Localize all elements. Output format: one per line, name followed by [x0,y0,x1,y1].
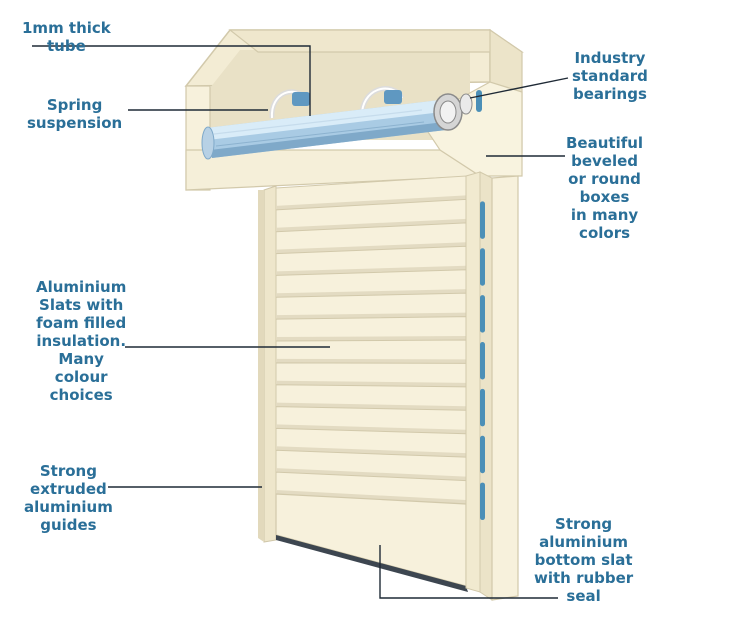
slat [275,362,467,388]
guide-clip [480,248,485,286]
label-boxes: Beautiful beveled or round boxes in many… [566,134,644,242]
left-guide [258,185,277,543]
shutter-curtain [275,175,467,505]
leader-bearings [469,77,569,99]
label-bearings: Industry standard bearings [572,49,648,103]
slat [275,222,467,255]
right-guide [465,171,519,601]
guide-clip [480,201,485,239]
slat [275,339,467,364]
leader-lines [32,45,569,599]
tube [201,100,446,160]
guide-clip [480,342,485,380]
leader-tube [32,45,311,116]
label-guides: Strong extruded aluminium guides [24,462,113,534]
slat [275,449,467,482]
slat [275,198,467,233]
slat [275,427,467,458]
label-spring-suspension: Spring suspension [27,96,123,132]
bearing [433,90,482,131]
label-tube: 1mm thick tube [22,19,111,55]
bottom-slat [275,493,468,592]
slat [275,292,467,320]
guide-clip [480,388,485,427]
guide-clip [480,482,485,521]
slat [275,316,467,342]
slat [275,269,467,298]
guide-clip [480,435,485,474]
leader-bottom [379,545,558,599]
slat [275,384,467,411]
slat [275,406,467,435]
guide-clip [480,295,485,333]
label-bottom-slat: Strong aluminium bottom slat with rubber… [534,515,634,605]
label-slats: Aluminium Slats with foam filled insulat… [36,278,127,404]
